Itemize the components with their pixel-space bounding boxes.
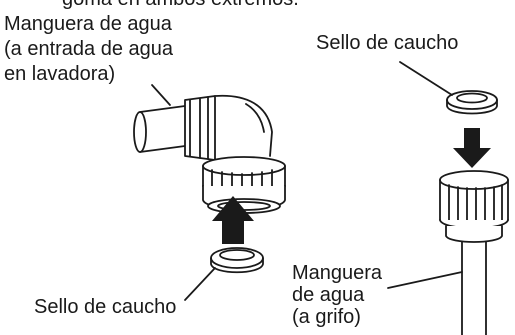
right-hose-label-line-3: (a grifo)	[292, 306, 361, 328]
right-hose-label-line-1: Manguera	[292, 262, 383, 284]
left-hose-elbow	[133, 94, 273, 167]
left-hose-label-line-2: (a entrada de agua	[4, 38, 174, 60]
left-hose-label-line-3: en lavadora)	[4, 63, 116, 85]
right-down-arrow	[453, 128, 491, 168]
left-up-arrow	[212, 196, 254, 244]
left-hose-label-line-1: Manguera de agua	[4, 13, 172, 35]
right-hose-label-line-2: de agua	[292, 284, 365, 306]
cropped-top-instruction: goma en ambos extremos.	[62, 0, 299, 9]
left-rubber-seal	[210, 247, 264, 274]
right-seal-label: Sello de caucho	[316, 32, 459, 54]
right-rubber-seal	[446, 90, 498, 115]
left-seal-label: Sello de caucho	[34, 296, 177, 318]
right-coupling-nut	[439, 170, 509, 243]
right-hose-body	[461, 241, 487, 335]
left-coupling-nut	[202, 156, 286, 214]
